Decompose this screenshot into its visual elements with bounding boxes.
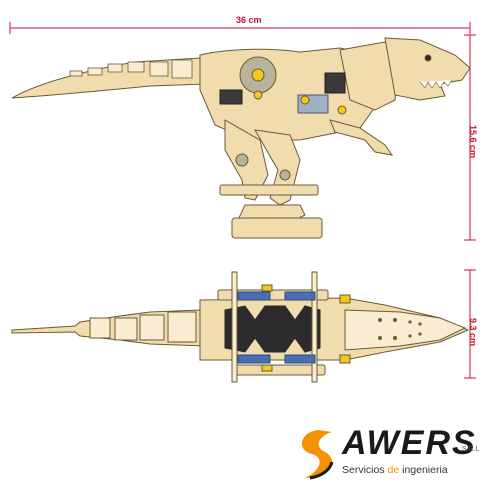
width-dimension-line (9, 22, 471, 34)
arm (329, 119, 394, 156)
brand-s-mark (301, 430, 334, 480)
head-top (344, 309, 467, 351)
stand-top (219, 184, 319, 196)
brand-name: AWERS (342, 424, 477, 462)
depth-dimension-label: 9.3 cm (468, 318, 478, 347)
tagline-part-2: de (387, 464, 400, 476)
width-dimension-label: 36 cm (236, 15, 262, 25)
side-view (11, 37, 471, 239)
neck (339, 41, 401, 111)
brand-suffix: S.R.L (462, 446, 480, 453)
height-dimension-line (464, 34, 476, 241)
brand-logo: AWERS S.R.L Servicios de ingenieria (300, 420, 495, 490)
gear-icon (239, 56, 277, 94)
head (384, 37, 471, 101)
height-dimension-label: 15.6 cm (468, 125, 478, 159)
tagline-part-1: Servicios (342, 464, 388, 476)
top-view (11, 271, 470, 383)
gear-teeth-section (224, 305, 321, 353)
brand-tagline: Servicios de ingenieria (342, 464, 448, 476)
tagline-part-3: ingenieria (399, 464, 448, 476)
depth-dimension-line (464, 269, 476, 379)
stand-bottom (231, 217, 323, 239)
